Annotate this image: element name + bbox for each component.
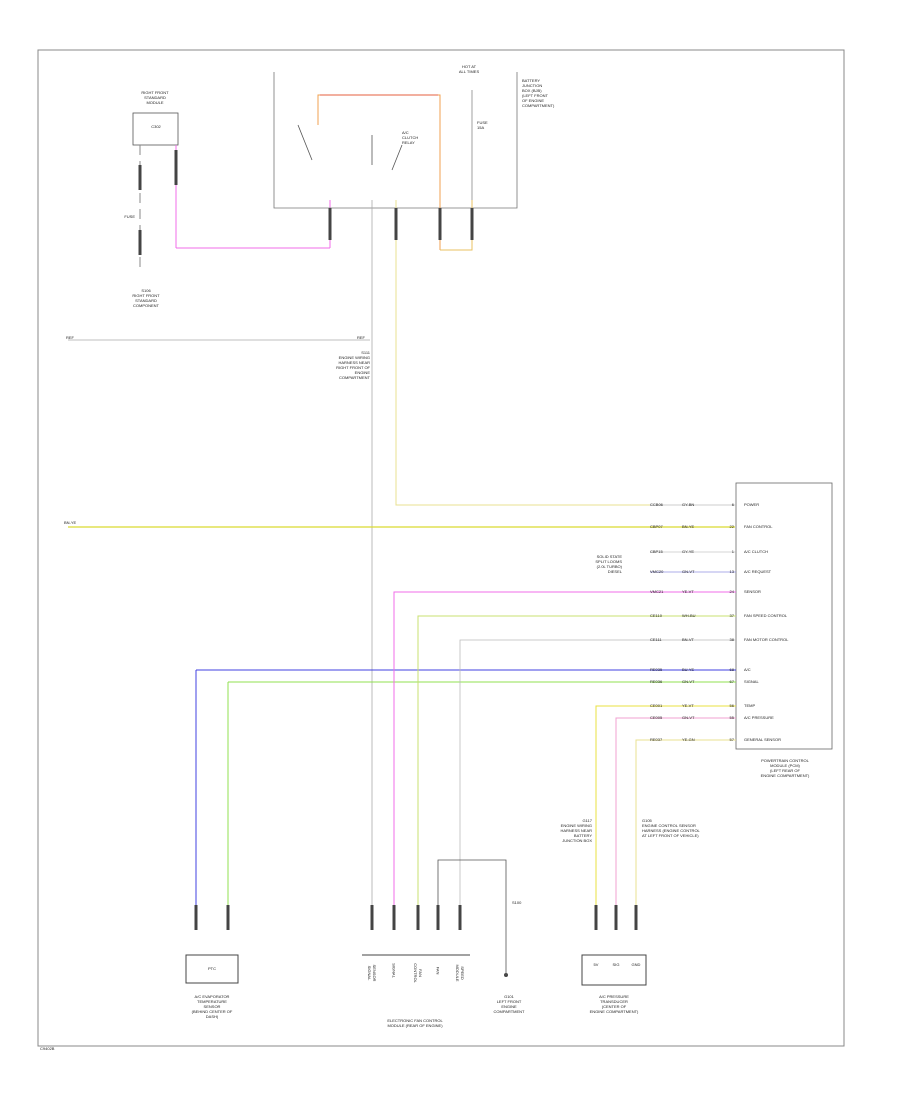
evap-box-label: PTC <box>208 966 216 971</box>
hvac-bus <box>437 859 507 930</box>
ground-label: G101 LEFT FRONT ENGINE COMPARTMENT <box>493 994 525 1014</box>
pcm-pin-number: 56 <box>729 703 734 708</box>
pcm-pin-color: BU-YE <box>682 667 695 672</box>
pcm-pin-number: 67 <box>729 679 734 684</box>
pcm-pin-number: 57 <box>729 737 734 742</box>
corner-label: C9402B <box>40 1046 55 1051</box>
pcm-label: POWERTRAIN CONTROL MODULE (PCM) (LEFT RE… <box>760 758 810 778</box>
pcm-pin-color: GY-BN <box>682 502 695 507</box>
evap-sensor-label: A/C EVAPORATOR TEMPERATURE SENSOR (BEHIN… <box>191 994 233 1019</box>
pcm-wire-pink-right <box>615 717 736 930</box>
pcm-pin-function: GENERAL SENSOR <box>744 737 781 742</box>
ground-small-label: S100 <box>512 900 522 905</box>
pcm-pin-circuit: CCB06 <box>650 502 663 507</box>
hvac-pin-label: SENSOR SIGNAL <box>367 964 377 982</box>
g105-note-label: G105 ENGINE CONTROL SENSOR HARNESS (ENGI… <box>642 818 700 838</box>
pcm-pin-function: A/C CLUTCH <box>744 549 769 554</box>
pressure-pin-label: 5V <box>593 962 599 967</box>
bottom-connector-ticks <box>194 905 638 930</box>
evap-sensor-box <box>185 954 239 984</box>
pcm-wire-gray <box>459 639 736 930</box>
hvac-pin-label: SIGNAL <box>391 963 397 978</box>
pcm-pin-function: FAN MOTOR CONTROL <box>744 637 789 642</box>
pcm-pin-color: YE-VT <box>682 703 694 708</box>
relay-yellow-wire <box>395 200 650 506</box>
pcm-pin-function: POWER <box>744 502 760 507</box>
pcm-pin-circuit: VMC21 <box>650 589 664 594</box>
pcm-pin-function: A/C REQUEST <box>744 569 772 574</box>
pcm-pin-number: 55 <box>729 715 734 720</box>
pcm-pin-color: BN-YE <box>682 524 695 529</box>
pcm-wire-yellow-right <box>595 705 736 930</box>
pcm-pin-color: WH-BU <box>682 613 696 618</box>
pressure-transducer-box <box>581 954 647 986</box>
pcm-pin-number: 24 <box>729 589 734 594</box>
pcm-pin-color: GY-YE <box>682 549 695 554</box>
pcm-pin-function: FAN SPEED CONTROL <box>744 613 788 618</box>
pcm-pin-color: YE-VT <box>682 589 694 594</box>
bjb-fuse-label: FUSE 15A <box>477 120 488 130</box>
pcm-pin-color: BN-VT <box>682 637 694 642</box>
pcm-pin-number: 22 <box>729 524 734 529</box>
pressure-transducer-label: A/C PRESSURE TRANSDUCER (CENTER OF ENGIN… <box>589 994 639 1014</box>
pcm-pin-function: A/C <box>744 667 751 672</box>
pcm-pin-number: 1 <box>731 549 734 554</box>
relay-contact <box>297 124 313 161</box>
bjb-orange-return <box>440 200 473 251</box>
hvac-pin-label: FAN <box>435 966 441 975</box>
pcm-pin-function: A/C PRESSURE <box>744 715 774 720</box>
hot-at-all-times-label: HOT AT ALL TIMES <box>458 64 480 74</box>
pcm-pin-function: SENSOR <box>744 589 761 594</box>
pcm-pin-circuit: CE111 <box>650 637 662 642</box>
g117-note-label: G117 ENGINE WIRING HARNESS NEAR BATTERY … <box>560 818 592 843</box>
pcm-pin-function: FAN CONTROL <box>744 524 773 529</box>
pcm-pin-function: TEMP <box>744 703 756 708</box>
pcm-pin-circuit: CBP07 <box>650 524 663 529</box>
pcm-pin-color: YE-GN <box>682 737 695 742</box>
relay-switch <box>391 144 403 171</box>
pcm-pin-color: GN-VT <box>682 715 695 720</box>
pressure-pin-label: GND <box>631 962 641 967</box>
ref-left-label: REF <box>66 335 74 340</box>
ac-clutch-relay-label: A/C CLUTCH RELAY <box>402 130 419 145</box>
left-module-box <box>132 112 179 146</box>
main-wire-label: BN-YE <box>64 520 77 525</box>
pcm-pin-color: GN-VT <box>682 679 695 684</box>
left-module-bottom-label: S106 RIGHT FRONT STANDARD COMPONENT <box>132 288 160 308</box>
pcm-pin-circuit: CE110 <box>650 613 662 618</box>
pcm-pin-number: 68 <box>729 667 734 672</box>
pcm-pin-circuit: CE005 <box>650 715 663 720</box>
diagram-frame <box>37 49 845 1047</box>
left-module-top-label: RIGHT FRONT STANDARD MODULE <box>141 90 169 105</box>
bjb-note-label: BATTERY JUNCTION BOX (BJB) (LEFT FRONT O… <box>522 78 555 108</box>
pcm-pin-function: SIGNAL <box>744 679 759 684</box>
left-fuse-label: FUSE <box>124 214 135 219</box>
left-module-box-label: C302 <box>151 124 161 129</box>
pcm-wire-pink <box>393 591 736 930</box>
bjb-red-wire <box>317 94 441 250</box>
pcm-pin-circuit: CBP15 <box>650 549 663 554</box>
hvac-pin-label: SPEED MODULE <box>455 964 465 982</box>
pcm-wire-yellow-right-b <box>635 739 736 930</box>
pcm-pin-number: 13 <box>729 569 734 574</box>
pcm-wire-yellow-green <box>417 615 736 930</box>
pcm-pin-circuit: RE037 <box>650 737 663 742</box>
top-connector-ticks <box>138 150 474 255</box>
hvac-module-label: ELECTRONIC FAN CONTROL MODULE (REAR OF E… <box>387 1018 443 1028</box>
hvac-pin-label: FAN CONTROL <box>413 963 423 983</box>
pcm-pin-number: 6 <box>731 502 734 507</box>
splice-note-label: S111 ENGINE WIRING HARNESS NEAR RIGHT FR… <box>336 350 370 380</box>
ref-right-label: REF <box>357 335 365 340</box>
pcm-aux-note-label: SOLID STATE SPLIT LOOMS (2.0L TURBO) DIE… <box>595 554 622 574</box>
pcm-pin-circuit: RE036 <box>650 679 663 684</box>
pcm-pin-number: 37 <box>729 613 734 618</box>
pcm-pin-color: GN-VT <box>682 569 695 574</box>
pcm-pin-circuit: RE035 <box>650 667 663 672</box>
pcm-pin-circuit: VMC20 <box>650 569 664 574</box>
pcm-pin-number: 38 <box>729 637 734 642</box>
bjb-box <box>273 72 518 209</box>
pressure-pin-label: SIG <box>612 962 620 967</box>
pcm-pin-circuit: CE001 <box>650 703 663 708</box>
